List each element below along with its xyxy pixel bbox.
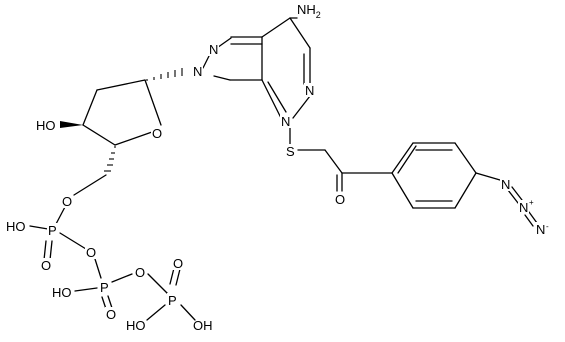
bond-layer [29,17,538,321]
bond [391,142,414,174]
atom-label-hydroxyl: HO [36,118,56,133]
bond [74,287,98,292]
bond [96,79,146,91]
bond [111,273,133,283]
bond [261,79,282,119]
bond [391,172,414,209]
atom-label-n1: N [305,83,314,98]
atom-label-ketone-oxygen: O [335,192,345,207]
atom-label-n3: N [281,114,290,129]
bond [524,214,534,227]
bond [292,95,311,119]
atom-label-layer: NH2 N N N N O HO S O N N + N - O P HO O … [6,2,549,333]
bond [261,17,291,38]
atom-label-p-alpha-oxo: O [41,258,51,273]
bond [29,225,49,230]
atom-label-ring-oxygen: O [152,126,162,141]
charge-plus: + [529,198,534,207]
atom-label-azide-n3: N [536,222,545,237]
bond [144,79,162,126]
bond [454,172,477,209]
bond [180,304,196,321]
wedge-bond [60,121,83,128]
bond [324,149,343,174]
bond [202,53,211,69]
atom-label-bridge-o2: O [135,265,145,280]
atom-label-n7: N [209,42,218,57]
atom-label-p-beta-oxo: O [106,307,116,322]
atom-label-p-gamma-hydroxyl-left: HO [126,318,146,333]
bond [146,304,166,321]
atom-label-o5prime: O [62,194,72,209]
bond [147,273,169,295]
bond [59,232,87,250]
charge-minus: - [546,222,549,231]
bond [49,240,53,261]
atom-label-azide-n1: N [501,177,510,192]
bond [55,204,67,225]
atom-label-p-alpha-hydroxyl: HO [6,219,26,234]
bond [107,295,113,309]
bond [507,189,519,204]
atom-label-p-gamma-hydroxyl-right: OH [193,318,213,333]
bond [267,81,287,113]
bond [213,75,231,81]
bond [475,172,501,181]
bond [289,17,311,49]
atom-label-azide-n2: N [519,200,528,215]
bond [175,268,181,286]
bond [397,145,417,174]
atom-label-nh2: NH2 [297,2,321,20]
atom-label-sulfur: S [286,144,295,159]
bond [82,124,116,146]
bond [454,142,477,174]
atom-label-p-alpha: P [48,223,57,238]
atom-label-p-beta: P [100,280,109,295]
atom-label-p-beta-hydroxyl: HO [52,285,72,300]
bond [94,258,102,279]
stereo-bond-layer [60,68,183,172]
atom-label-p-gamma-oxo: O [173,256,183,271]
atom-label-p-gamma: P [168,293,177,308]
atom-label-bridge-o1: O [86,245,96,260]
bond [511,186,523,201]
bond [169,267,175,285]
bond [43,240,47,261]
bond [114,131,153,146]
bond [73,174,107,196]
bond [82,89,98,126]
atom-label-n9: N [193,64,202,79]
bond [528,211,538,224]
